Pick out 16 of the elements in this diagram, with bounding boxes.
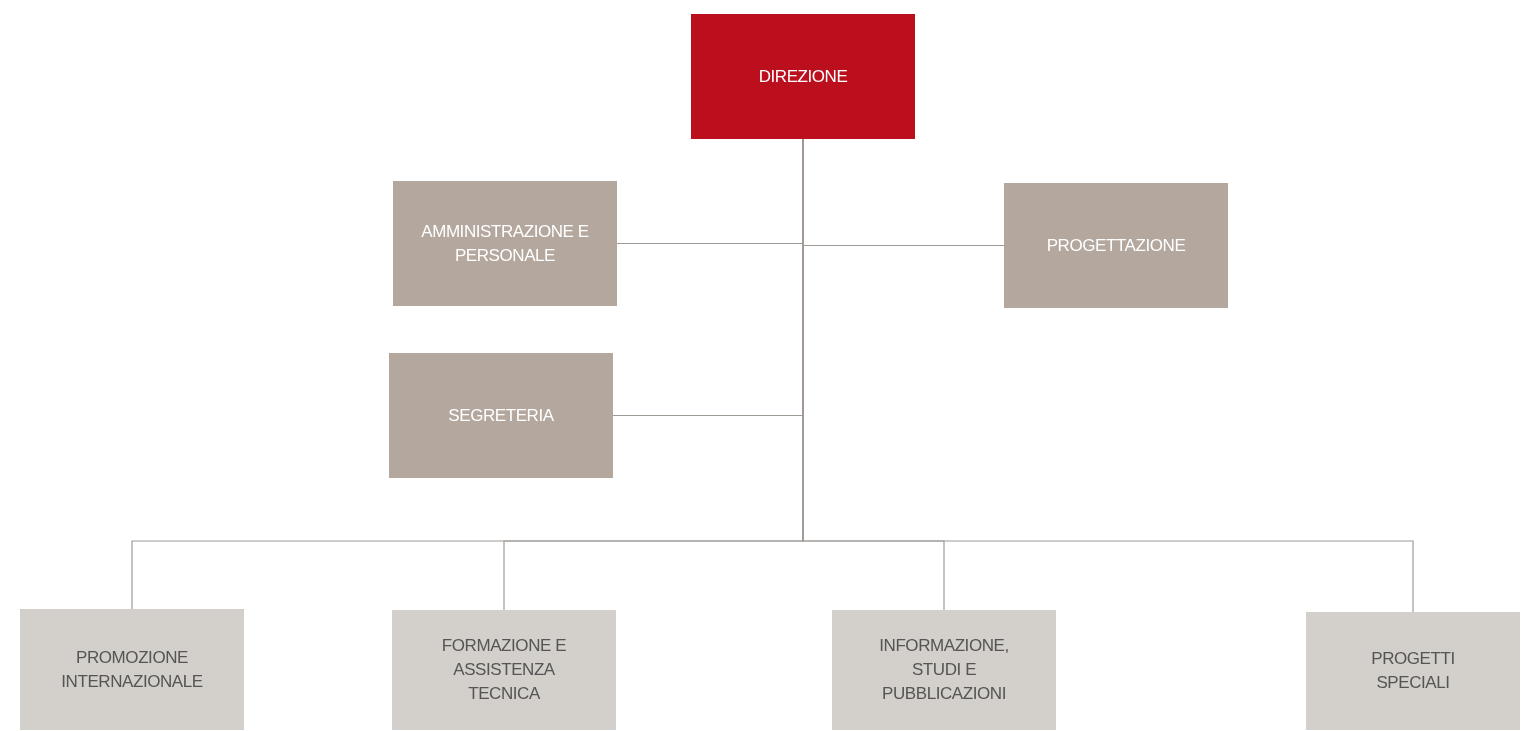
department-box bbox=[392, 610, 616, 730]
staff-box bbox=[1004, 183, 1228, 308]
box-label: FORMAZIONE E ASSISTENZA TECNICA bbox=[440, 635, 568, 705]
staff-box bbox=[389, 353, 613, 478]
box-label: SEGRETERIA bbox=[448, 404, 554, 427]
box-label: PROMOZIONE INTERNAZIONALE bbox=[60, 646, 204, 693]
department-box bbox=[1306, 612, 1520, 730]
box-label: PROGETTI SPECIALI bbox=[1370, 648, 1456, 694]
box-label: INFORMAZIONE, STUDI E PUBBLICAZIONI bbox=[878, 635, 1010, 705]
staff-box bbox=[393, 181, 617, 306]
box-label: AMMINISTRAZIONE E PERSONALE bbox=[420, 220, 590, 267]
department-box bbox=[832, 610, 1056, 730]
box-label: DIREZIONE bbox=[758, 65, 848, 88]
department-box bbox=[20, 609, 244, 730]
box-label: PROGETTAZIONE bbox=[1046, 234, 1186, 257]
director-box bbox=[691, 14, 915, 139]
